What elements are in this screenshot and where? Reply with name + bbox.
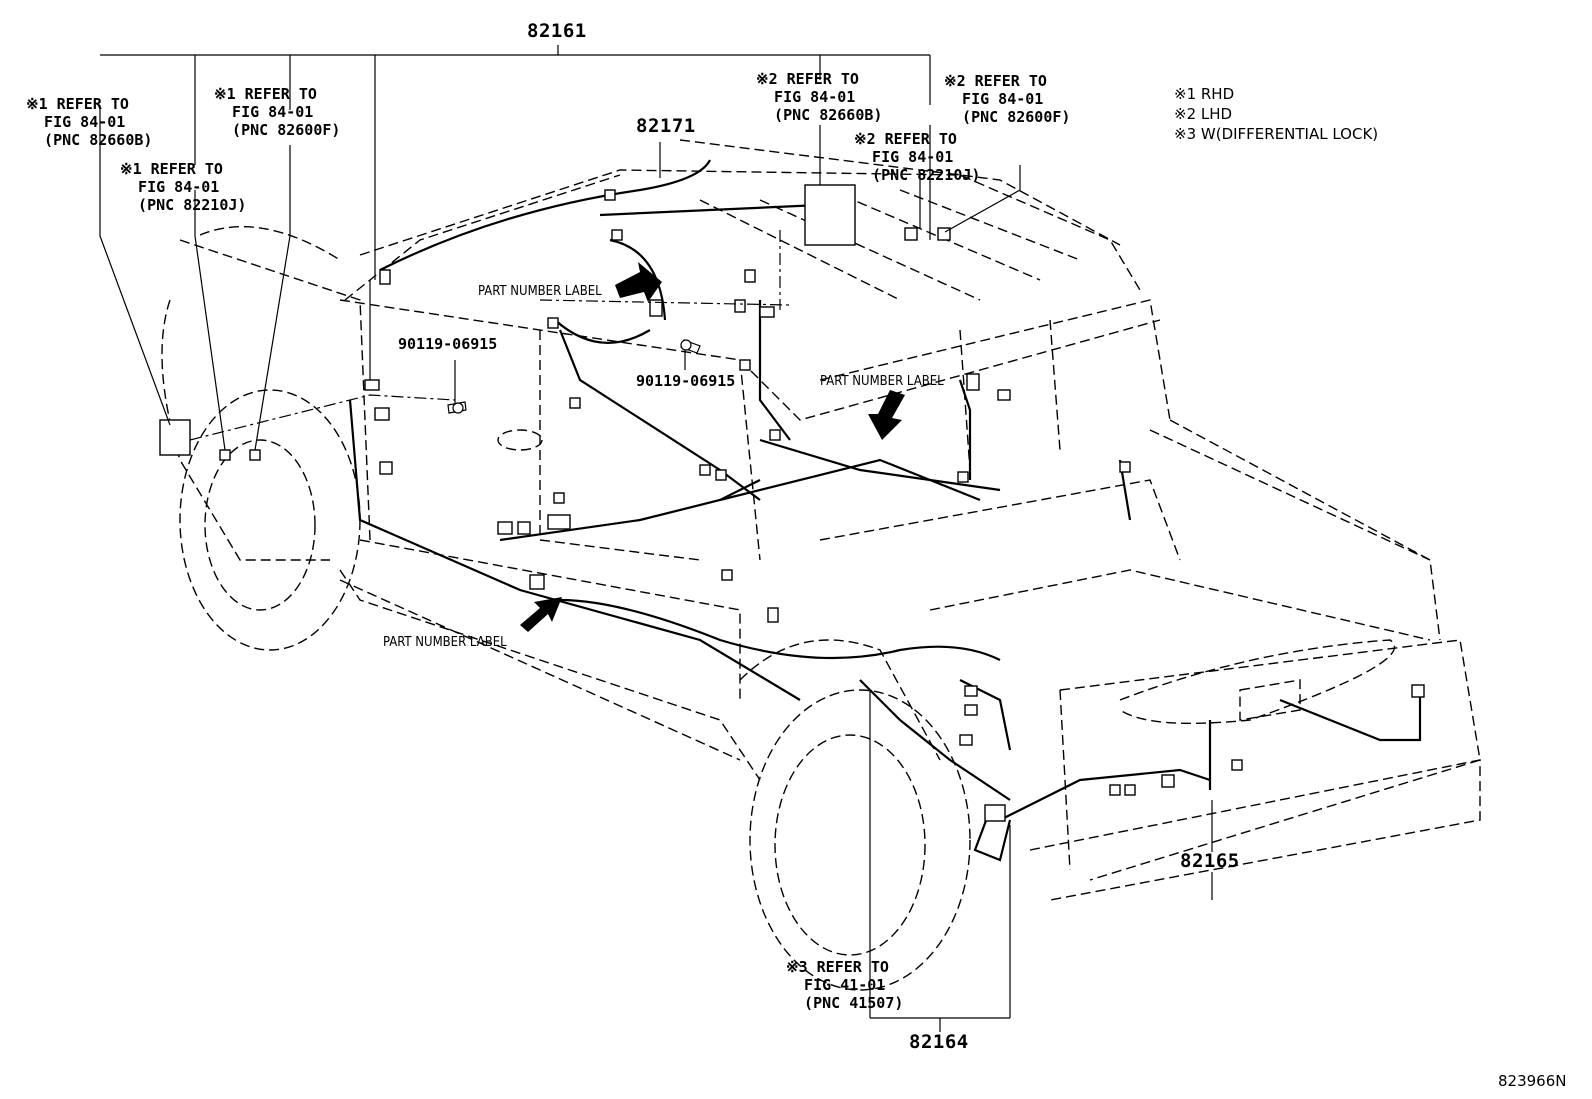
bolt-icon — [680, 339, 692, 351]
refer-to-right-82600f: ※2 REFER TO FIG 84-01 (PNC 82600F) — [944, 72, 1071, 126]
arrow-icon — [868, 390, 905, 440]
part-number-82161: 82161 — [527, 20, 587, 42]
refer-to-left-82210j: ※1 REFER TO FIG 84-01 (PNC 82210J) — [120, 160, 247, 214]
part-number-82171: 82171 — [636, 115, 696, 137]
arrow-icon — [615, 262, 662, 302]
legend: ※1 RHD ※2 LHD ※3 W(DIFFERENTIAL LOCK) — [1174, 85, 1379, 143]
refer-to-bottom-41507: ※3 REFER TO FIG 41-01 (PNC 41507) — [786, 958, 904, 1012]
connectors — [159, 184, 1425, 822]
refer-to-right-82660b: ※2 REFER TO FIG 84-01 (PNC 82660B) — [756, 70, 883, 124]
part-number-label-arrows — [520, 262, 905, 632]
leader-lines — [99, 45, 1213, 1032]
bolts — [447, 339, 701, 414]
arrow-icon — [520, 597, 562, 632]
part-number-label-text: PART NUMBER LABEL — [478, 284, 602, 299]
refer-to-left-82660b: ※1 REFER TO FIG 84-01 (PNC 82660B) — [26, 95, 153, 149]
wiring-harness — [348, 159, 1422, 862]
part-number-82164: 82164 — [909, 1031, 969, 1053]
truck-body-outline — [161, 139, 1481, 991]
figure-id: 823966N — [1498, 1072, 1567, 1090]
bolt-part-number: 90119-06915 — [398, 335, 498, 353]
part-number-82165: 82165 — [1180, 850, 1240, 872]
part-number-label-text: PART NUMBER LABEL — [820, 374, 944, 389]
bolt-icon — [452, 402, 464, 414]
part-number-label-text: PART NUMBER LABEL — [383, 635, 507, 650]
bolt-part-number: 90119-06915 — [636, 372, 736, 390]
refer-to-right-82210j: ※2 REFER TO FIG 84-01 (PNC 82210J) — [854, 130, 981, 184]
refer-to-left-82600f: ※1 REFER TO FIG 84-01 (PNC 82600F) — [214, 85, 341, 139]
